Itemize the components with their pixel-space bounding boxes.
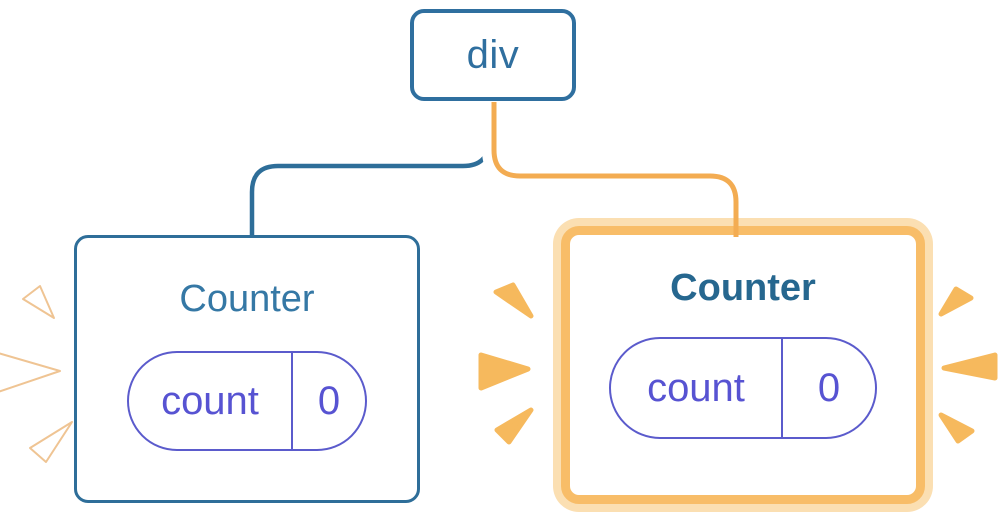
spark-icon bbox=[493, 282, 534, 319]
state-value-right: 0 bbox=[817, 365, 841, 410]
spark-icon bbox=[941, 352, 998, 381]
spark-icon bbox=[938, 286, 974, 317]
spark-icon bbox=[938, 412, 975, 444]
spark-icon bbox=[494, 407, 534, 445]
counter-card-right: Counter count 0 bbox=[561, 226, 925, 504]
state-pill-left: count 0 bbox=[127, 351, 367, 451]
root-div-node: div bbox=[410, 9, 576, 101]
state-pill-right: count 0 bbox=[609, 337, 877, 439]
edge-div-to-right-counter bbox=[491, 102, 739, 237]
counter-card-right-glow: Counter count 0 bbox=[553, 218, 933, 512]
counter-card-left: Counter count 0 bbox=[74, 235, 420, 503]
spark-icon bbox=[22, 285, 55, 319]
counter-title-right: Counter bbox=[670, 267, 816, 309]
state-value-left: 0 bbox=[317, 378, 341, 423]
edge-div-to-left-counter bbox=[249, 101, 492, 235]
edge-white-casing bbox=[482, 101, 749, 221]
spark-group-left-card bbox=[0, 285, 73, 463]
state-key-left: count bbox=[129, 353, 293, 449]
root-div-label: div bbox=[466, 32, 520, 77]
spark-icon bbox=[29, 421, 73, 463]
spark-icon bbox=[0, 352, 61, 393]
state-key-right: count bbox=[611, 339, 783, 437]
spark-icon bbox=[478, 352, 531, 391]
counter-title-left: Counter bbox=[179, 278, 315, 320]
